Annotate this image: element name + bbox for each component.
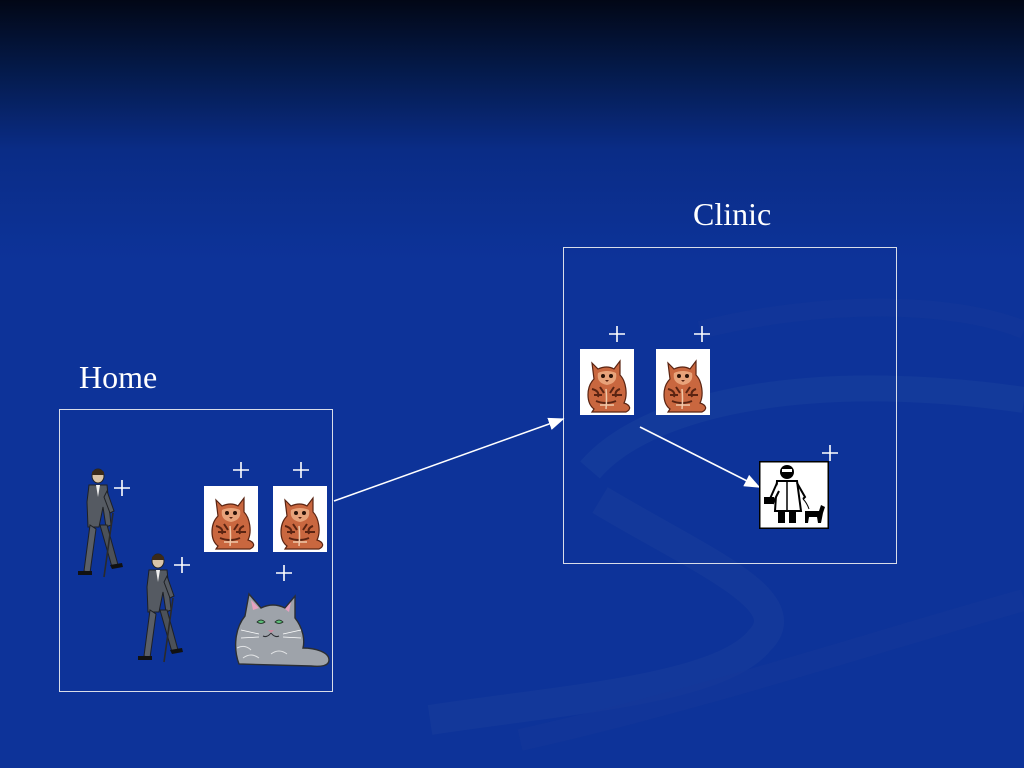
tabby-cat-icon bbox=[656, 349, 710, 415]
plus-icon bbox=[276, 565, 292, 581]
home-box bbox=[59, 409, 333, 692]
person-with-cane-icon bbox=[78, 468, 123, 578]
gray-cat-icon bbox=[234, 592, 330, 668]
tabby-cat-icon bbox=[580, 349, 634, 415]
tabby-cat-icon bbox=[273, 486, 327, 552]
plus-icon bbox=[694, 326, 710, 342]
clinic-label: Clinic bbox=[693, 196, 772, 232]
plus-icon bbox=[822, 445, 838, 461]
plus-icon bbox=[293, 462, 309, 478]
person-with-cane-icon bbox=[138, 553, 183, 663]
plus-icon bbox=[609, 326, 625, 342]
clinic-box bbox=[563, 247, 897, 564]
plus-icon bbox=[233, 462, 249, 478]
home-label: Home bbox=[79, 359, 158, 395]
veterinarian-with-dog-icon bbox=[759, 461, 829, 529]
plus-icon bbox=[174, 557, 190, 573]
plus-icon bbox=[114, 480, 130, 496]
tabby-cat-icon bbox=[204, 486, 258, 552]
